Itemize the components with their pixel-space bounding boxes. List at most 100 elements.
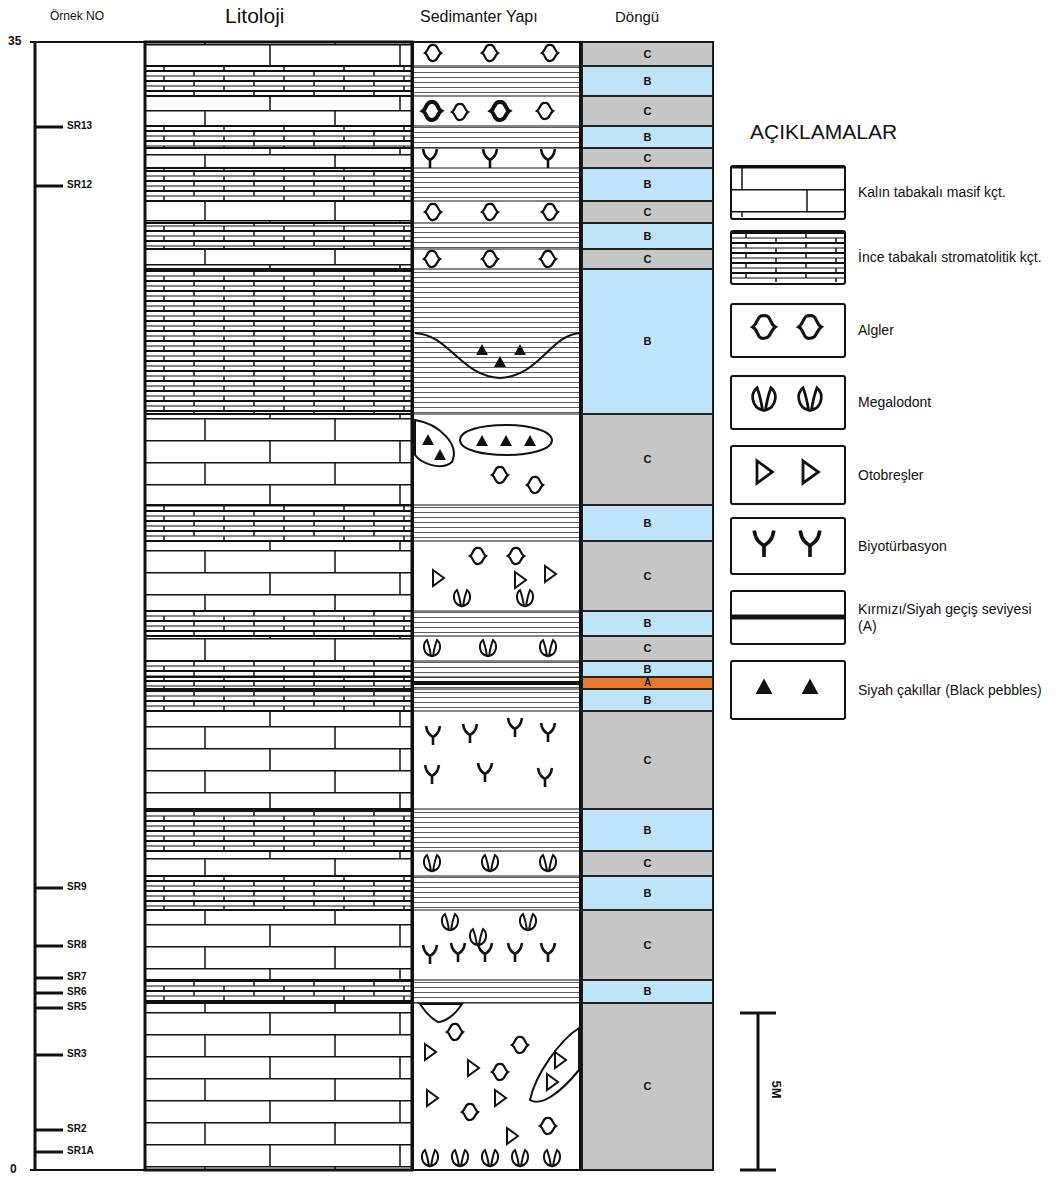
sample-tick <box>35 1151 63 1154</box>
unit-boundary <box>145 710 412 712</box>
unit-boundary <box>145 268 412 270</box>
cycle-frame <box>582 42 713 1170</box>
cycle-letter: B <box>644 518 652 529</box>
structure-unit <box>413 249 580 269</box>
unit-boundary <box>413 711 580 712</box>
cycle-letter: B <box>644 695 652 706</box>
structure-unit <box>413 661 580 677</box>
structure-symbol <box>478 763 492 782</box>
structure-symbol <box>538 768 552 787</box>
structure-symbol <box>492 1064 508 1080</box>
cycle-letter: B <box>644 76 652 87</box>
lithology-unit <box>145 66 412 96</box>
unit-boundary <box>413 269 580 270</box>
sample-number: SR1A <box>67 1145 94 1157</box>
unit-boundary <box>413 980 580 981</box>
legend-swatch <box>730 165 846 220</box>
cycle-letter: C <box>644 858 652 869</box>
lens <box>415 420 454 466</box>
structure-symbol <box>512 1037 528 1053</box>
sample-number: SR12 <box>67 179 92 191</box>
structure-symbol <box>427 1090 438 1106</box>
cycle-letter: B <box>644 986 652 997</box>
structure-symbol <box>540 251 556 267</box>
structure-symbol <box>541 943 555 962</box>
unit-boundary <box>413 168 580 169</box>
structure-unit <box>413 851 580 876</box>
cycle-letter: A <box>644 678 651 688</box>
lithology-unit <box>145 168 412 201</box>
structure-frame <box>413 42 580 1170</box>
sample-number: SR13 <box>67 120 92 132</box>
structure-unit <box>413 1003 580 1170</box>
structure-symbol <box>515 572 526 588</box>
structure-symbol <box>507 1128 518 1144</box>
unit-boundary <box>413 661 580 662</box>
structure-symbol <box>423 102 441 120</box>
unit-boundary <box>145 200 412 202</box>
structure-symbol <box>425 204 441 220</box>
structure-unit <box>413 711 580 809</box>
lithology-unit <box>145 689 412 711</box>
unit-boundary <box>145 979 412 981</box>
cycle-band: B <box>582 611 713 636</box>
structure-symbol <box>476 344 488 355</box>
sample-tick <box>35 992 63 995</box>
cycle-letter: B <box>644 618 652 629</box>
unit-boundary <box>145 909 412 911</box>
structure-symbol <box>540 855 556 871</box>
lithology-unit <box>145 223 412 249</box>
cycle-letter: C <box>644 571 652 582</box>
sample-tick <box>35 945 63 948</box>
cycle-band: C <box>582 541 713 611</box>
lithology-unit <box>145 1003 412 1170</box>
sample-tick <box>35 1129 63 1132</box>
cycle-band: C <box>582 851 713 876</box>
unit-boundary <box>413 96 580 97</box>
legend-swatch <box>730 660 846 720</box>
unit-boundary <box>145 222 412 224</box>
legend-title: AÇIKLAMALAR <box>750 120 897 144</box>
legend-swatch <box>730 590 846 645</box>
unit-boundary <box>145 635 412 637</box>
cycle-band: A <box>582 677 713 689</box>
structure-symbol <box>470 548 486 564</box>
depth-value: 35 <box>8 35 21 49</box>
structure-unit <box>413 689 580 711</box>
structure-unit <box>413 677 580 689</box>
cycle-band: C <box>582 414 713 505</box>
cycle-letter: C <box>644 106 652 117</box>
cycle-band: B <box>582 269 713 414</box>
unit-boundary <box>413 541 580 542</box>
cycle-band: C <box>582 148 713 168</box>
sample-number: SR3 <box>67 1048 86 1060</box>
structure-unit <box>413 876 580 910</box>
cycle-letter: B <box>644 179 652 190</box>
cycle-band: B <box>582 66 713 96</box>
cycle-letter: C <box>644 454 652 465</box>
structure-symbol <box>451 943 465 962</box>
structure-symbol <box>483 149 497 168</box>
unit-boundary <box>145 875 412 877</box>
unit-boundary <box>413 66 580 67</box>
structure-symbol <box>452 1150 468 1166</box>
structure-symbol <box>482 204 498 220</box>
structure-symbol <box>494 356 506 367</box>
lithology-unit <box>145 851 412 876</box>
lithology-unit <box>145 980 412 1003</box>
structure-symbol <box>537 103 553 119</box>
structure-symbol <box>424 855 440 871</box>
structure-unit <box>413 809 580 851</box>
column-header: Örnek NO <box>50 10 104 24</box>
depth-value: 0 <box>10 1163 17 1177</box>
structure-unit <box>413 126 580 148</box>
structure-unit <box>413 223 580 249</box>
lithology-unit <box>145 910 412 980</box>
cycle-letter: C <box>644 755 652 766</box>
cycle-band: C <box>582 910 713 980</box>
structure-unit <box>413 980 580 1003</box>
sample-tick <box>35 126 63 129</box>
structure-symbol <box>433 570 444 586</box>
legend-text: Megalodont <box>858 394 1048 411</box>
lithology-unit <box>145 96 412 126</box>
